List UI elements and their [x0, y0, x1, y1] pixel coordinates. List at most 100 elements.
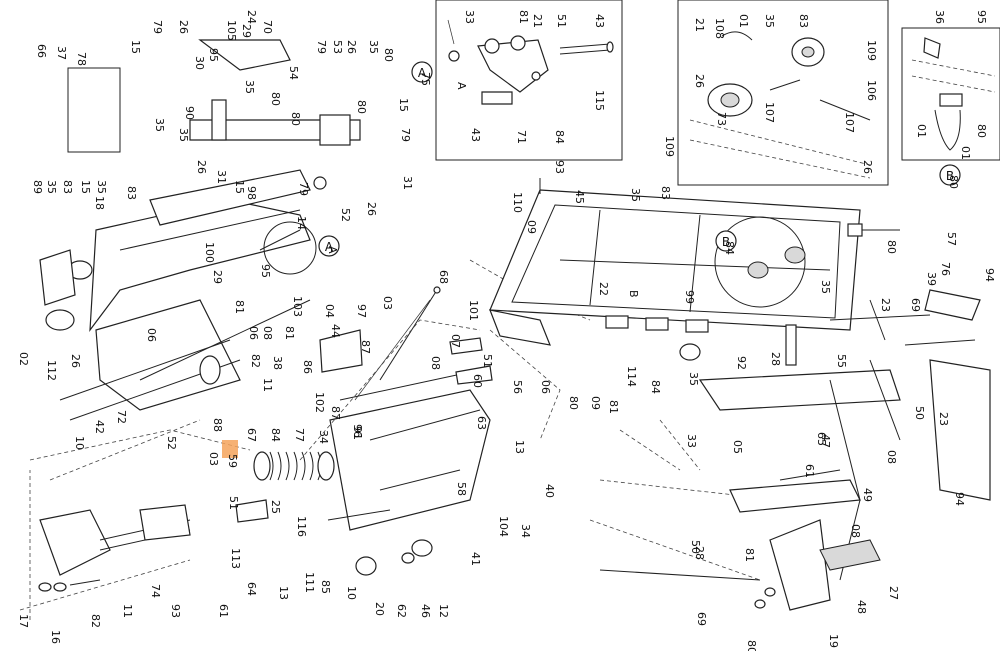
- part-number-label: 51: [227, 496, 240, 510]
- part-number-label: 53: [331, 40, 344, 54]
- part-number-label: 35: [243, 80, 256, 94]
- part-number-label: 109: [663, 136, 676, 157]
- part-number-label: 96: [351, 424, 364, 438]
- callout-a-label-main: A: [325, 240, 334, 254]
- part-number-label: 97: [355, 304, 368, 318]
- part-number-label: 80: [975, 124, 988, 138]
- part-number-label: 35: [367, 40, 380, 54]
- part-number-label: 66: [35, 44, 48, 58]
- part-number-label: 95: [207, 48, 220, 62]
- part-number-label: 55: [835, 354, 848, 368]
- part-number-label: 94: [983, 268, 996, 282]
- part-number-label: 99: [683, 290, 696, 304]
- part-number-label: 09: [525, 220, 538, 234]
- part-number-label: 02: [17, 352, 30, 366]
- part-number-label: 35: [45, 180, 58, 194]
- part-number-label: 15: [129, 40, 142, 54]
- part-number-label: 01: [737, 14, 750, 28]
- part-number-label: 50: [913, 406, 926, 420]
- part-number-label: 35: [95, 180, 108, 194]
- part-number-label: 79: [399, 128, 412, 142]
- part-number-label: 57: [945, 232, 958, 246]
- part-number-label: 65: [815, 432, 828, 446]
- part-number-label: 06: [145, 328, 158, 342]
- part-number-label: 06: [247, 326, 260, 340]
- part-number-label: 09: [589, 396, 602, 410]
- part-number-label: 26: [345, 40, 358, 54]
- part-number-label: 40: [543, 484, 556, 498]
- part-number-label: 69: [695, 612, 708, 626]
- part-number-label: 38: [271, 356, 284, 370]
- part-number-label: 95: [975, 10, 988, 24]
- part-number-label: 22: [597, 282, 610, 296]
- part-number-label: 106: [865, 80, 878, 101]
- part-number-label: 107: [763, 102, 776, 123]
- part-number-label: 84: [723, 241, 736, 255]
- part-number-label: 35: [819, 280, 832, 294]
- right-frame-assembly: [489, 178, 900, 366]
- part-number-label: 37: [55, 46, 68, 60]
- inset-b-parts: [911, 37, 996, 151]
- part-number-label: 113: [229, 548, 242, 569]
- callout-b-label: B: [946, 169, 954, 183]
- part-number-label: 33: [685, 434, 698, 448]
- part-number-label: 84: [649, 380, 662, 394]
- part-number-label: 102: [313, 392, 326, 413]
- part-number-label: 43: [593, 14, 606, 28]
- part-number-label: 07: [449, 334, 462, 348]
- part-number-label: 23: [879, 298, 892, 312]
- part-number-label: 79: [315, 40, 328, 54]
- part-number-label: 34: [519, 524, 532, 538]
- part-number-label: 01: [959, 146, 972, 160]
- part-number-label: 15: [397, 98, 410, 112]
- part-number-label: 10: [345, 586, 358, 600]
- part-number-label: 111: [303, 572, 316, 593]
- part-number-label: 109: [865, 40, 878, 61]
- part-number-label: 44: [329, 324, 342, 338]
- lower-right-frame: [589, 289, 991, 611]
- part-number-label: 105: [225, 20, 238, 41]
- part-number-label: 115: [593, 90, 606, 111]
- part-number-label: 23: [937, 412, 950, 426]
- part-number-label: 83: [61, 180, 74, 194]
- lower-left-bracket: [38, 504, 191, 592]
- part-number-label: 08: [261, 326, 274, 340]
- callout-a-bubble-main: [318, 235, 340, 257]
- part-number-label: 82: [89, 614, 102, 628]
- part-number-label: 93: [553, 160, 566, 174]
- inset-detail-frame: [677, 0, 889, 186]
- part-number-label: 25: [269, 500, 282, 514]
- part-number-label: 60: [471, 374, 484, 388]
- part-number-label: 87: [359, 340, 372, 354]
- part-number-label: 80: [289, 112, 302, 126]
- part-number-label: 10: [73, 436, 86, 450]
- part-number-label: 75: [419, 72, 432, 86]
- part-number-label: 77: [293, 428, 306, 442]
- part-number-label: 82: [249, 354, 262, 368]
- part-number-label: 114: [625, 366, 638, 387]
- part-number-label: 29: [211, 270, 224, 284]
- inset-b-frame: [901, 27, 1000, 161]
- part-number-label: 08: [849, 524, 862, 538]
- part-number-label: 21: [693, 18, 706, 32]
- part-number-label: 83: [797, 14, 810, 28]
- part-number-label: 69: [909, 298, 922, 312]
- part-number-label: 63: [475, 416, 488, 430]
- callout-a-label: A: [418, 66, 427, 80]
- part-number-label: 12: [437, 604, 450, 618]
- part-number-label: 90: [183, 106, 196, 120]
- spring: [253, 451, 335, 481]
- part-number-label: 52: [165, 436, 178, 450]
- part-number-label: 15: [79, 180, 92, 194]
- part-number-label: 30: [193, 56, 206, 70]
- inset-a-parts: [447, 19, 614, 105]
- part-number-label: 35: [177, 128, 190, 142]
- part-number-label: 01: [915, 124, 928, 138]
- part-number-label: A: [455, 82, 468, 90]
- part-number-label: 92: [735, 356, 748, 370]
- part-number-label: 80: [885, 240, 898, 254]
- part-number-label: 58: [455, 482, 468, 496]
